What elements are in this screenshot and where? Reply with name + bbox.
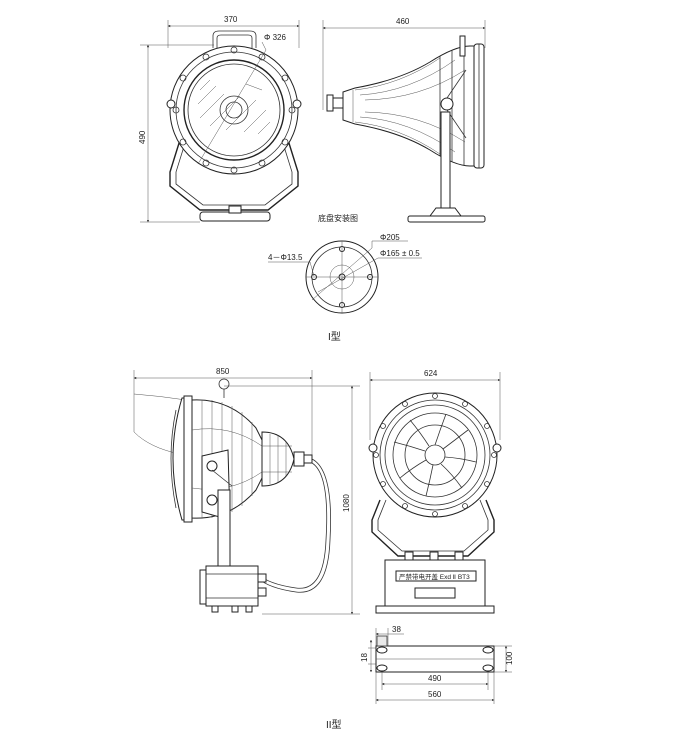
type2-bottom-base: 38 18 100 490 560 — [360, 625, 514, 704]
type2-dim-100: 100 — [505, 651, 514, 665]
type1-title: I型 — [328, 330, 341, 343]
type1-hole-label: 4－Φ13.5 — [268, 253, 303, 262]
type1-base-plate: 底盘安装图 Φ205 Φ165 ± 0.5 4－Φ13.5 — [268, 213, 422, 314]
type1-bolt-circle-label: Φ165 ± 0.5 — [380, 249, 420, 258]
type1-front-height-dim: 490 — [138, 130, 147, 144]
type2-title: II型 — [326, 718, 342, 731]
type1-front-view: 370 490 — [138, 15, 302, 223]
type2-dim-38: 38 — [392, 625, 401, 634]
type2-front-view: 624 严禁带 — [368, 369, 502, 614]
type2-nameplate: 严禁带电开盖 Exd Ⅱ BT3 — [399, 572, 470, 581]
type2-dim-560: 560 — [428, 690, 442, 699]
type1-diameter-label: Φ 326 — [264, 33, 287, 42]
type2-side-height-dim: 1080 — [342, 494, 351, 512]
type2-side-width-dim: 850 — [216, 367, 230, 376]
type2-dim-18: 18 — [360, 653, 369, 662]
type1-side-width-dim: 460 — [396, 17, 410, 26]
type1-front-width-dim: 370 — [224, 15, 238, 24]
type1-base-title: 底盘安装图 — [318, 213, 358, 223]
type1-outer-diameter-label: Φ205 — [380, 233, 400, 242]
type2-dim-490: 490 — [428, 674, 442, 683]
type2-side-view: 850 1080 — [133, 367, 360, 615]
type2-front-width-dim: 624 — [424, 369, 438, 378]
type1-side-view: 460 — [322, 17, 486, 223]
